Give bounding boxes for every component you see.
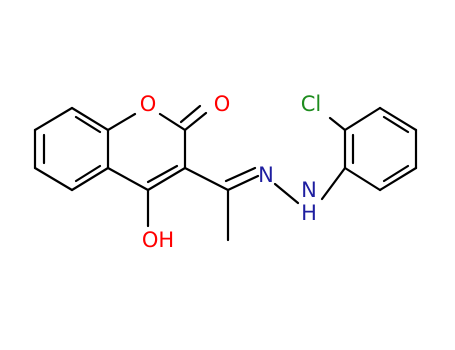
carbonyl-oxygen-label: O bbox=[214, 92, 231, 116]
ring-oxygen-label: O bbox=[140, 92, 157, 116]
hydrazone-chain bbox=[183, 166, 347, 242]
chlorine-label: Cl bbox=[301, 92, 322, 116]
amine-hydrogen-label: H bbox=[301, 201, 317, 225]
pyranone-ring bbox=[106, 104, 208, 228]
imine-nitrogen-label: N bbox=[258, 163, 274, 187]
chlorophenyl-ring bbox=[328, 106, 418, 192]
amine-nitrogen-label: N bbox=[301, 178, 317, 202]
hydroxyl-label: OH bbox=[142, 228, 174, 252]
benzo-ring bbox=[33, 106, 110, 192]
